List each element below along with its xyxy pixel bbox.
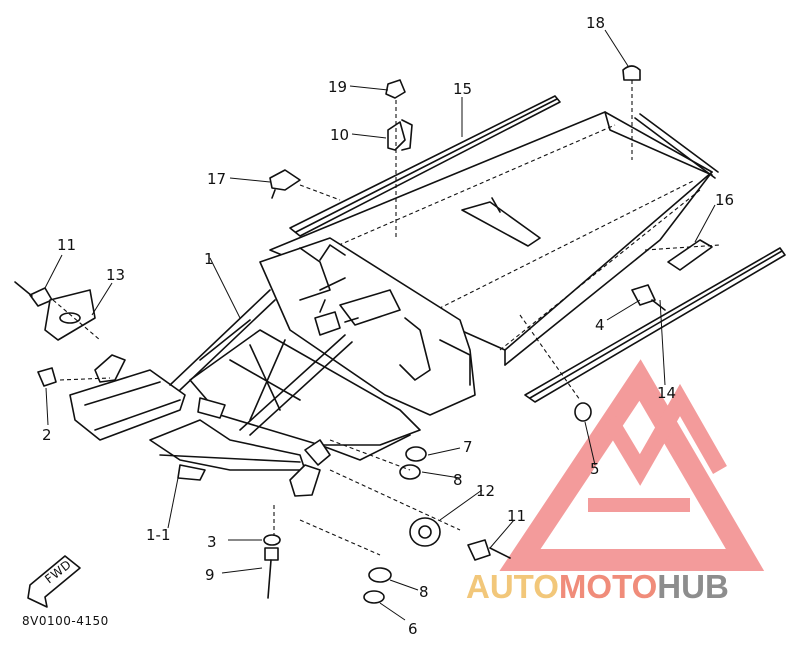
callout-8-lower: 8	[419, 583, 429, 601]
callout-5: 5	[590, 460, 600, 478]
callout-9: 9	[205, 566, 215, 584]
brand-auto: AUTO	[466, 568, 559, 605]
leader-lines	[44, 29, 716, 621]
part-14-rail	[524, 247, 786, 403]
callouts: 18 19 15 10 17 16 11 13 1 4 14 2 5 7 8 1…	[42, 14, 734, 638]
brand-hub: HUB	[657, 568, 729, 605]
callout-11-left: 11	[57, 236, 76, 254]
callout-1-1: 1-1	[146, 526, 171, 544]
svg-text:AUTOMOTOHUB: AUTOMOTOHUB	[466, 568, 729, 605]
frame-main	[69, 111, 719, 497]
callout-19: 19	[328, 78, 347, 96]
callout-11-right: 11	[507, 507, 526, 525]
callout-4: 4	[595, 316, 605, 334]
brand-moto: MOTO	[559, 568, 657, 605]
callout-16: 18	[586, 14, 605, 32]
callout-3: 3	[207, 533, 217, 551]
callout-8-upper: 8	[453, 471, 463, 489]
callout-15: 15	[453, 80, 472, 98]
callout-1: 1	[204, 250, 214, 268]
callout-10: 10	[330, 126, 349, 144]
callout-18: 17	[207, 170, 226, 188]
callout-14: 14	[657, 384, 676, 402]
fwd-arrow: FWD	[27, 555, 81, 608]
callout-7: 7	[463, 438, 473, 456]
callout-12: 12	[476, 482, 495, 500]
part-17-plate	[667, 239, 713, 271]
part-15-rail	[289, 95, 561, 237]
callout-2: 2	[42, 426, 52, 444]
assembly-lines	[52, 80, 721, 556]
watermark-logo	[499, 359, 765, 571]
watermark-brand: AUTOMOTOHUB	[466, 568, 729, 605]
diagram-code: 8V0100-4150	[22, 614, 109, 628]
callout-13: 13	[106, 266, 125, 284]
callout-6: 6	[408, 620, 418, 638]
callout-17: 16	[715, 191, 734, 209]
